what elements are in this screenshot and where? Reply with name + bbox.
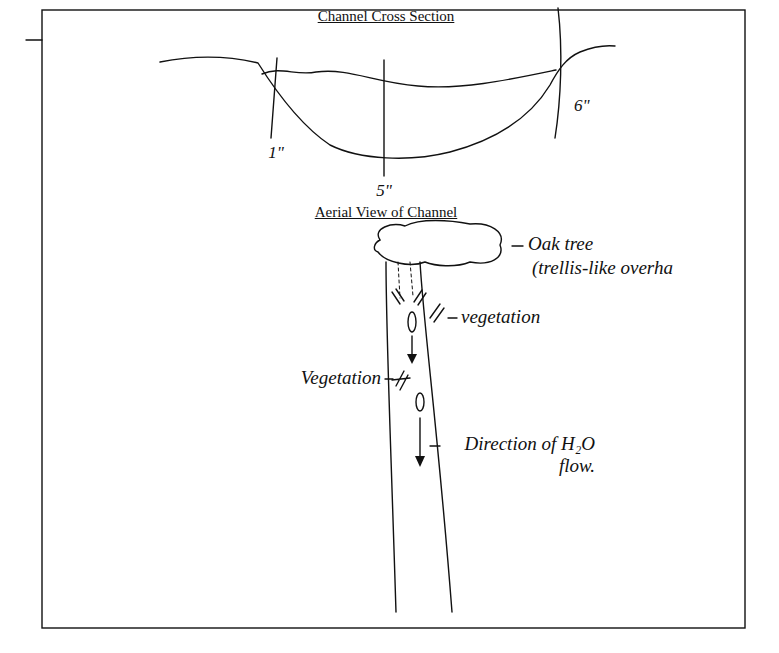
stray-mark	[26, 39, 42, 40]
label-slot: Vegetation	[301, 367, 381, 389]
label-slot: Direction of H₂O flow.	[445, 433, 595, 477]
label-slot: Oak tree	[528, 233, 593, 255]
oak-tree	[374, 221, 501, 266]
leader-dash	[385, 378, 393, 379]
channel-bed	[160, 46, 615, 159]
leader-dash	[430, 445, 440, 446]
depth-staff	[271, 58, 277, 138]
depth-value: 5"	[376, 181, 392, 200]
label-slot: 5"	[376, 181, 392, 201]
note-label: vegetation	[461, 306, 540, 327]
debris-oval	[408, 312, 416, 332]
label-slot: (trellis-like overha	[532, 257, 673, 279]
vegetation-mark	[392, 289, 426, 305]
arrow-head	[415, 456, 425, 467]
depth-value: 6"	[574, 96, 590, 115]
channel-bank	[386, 262, 396, 612]
section-heading: Channel Cross Section	[318, 8, 455, 24]
arrow-head	[407, 354, 417, 364]
depth-staff	[555, 8, 561, 138]
depth-staff	[383, 60, 384, 176]
label-slot: Channel Cross Section	[318, 8, 455, 25]
vegetation-mark	[392, 371, 410, 390]
frame-border	[42, 10, 745, 628]
depth-value: 1"	[268, 143, 284, 162]
flow-arrow	[411, 336, 412, 354]
note-label: Vegetation	[301, 367, 381, 388]
note-label: (trellis-like overha	[532, 257, 673, 278]
section-heading: Aerial View of Channel	[315, 204, 458, 220]
leader-dash	[448, 317, 457, 318]
label-slot: Aerial View of Channel	[315, 204, 458, 221]
leader-dash	[512, 245, 523, 246]
label-slot: 6"	[574, 96, 590, 116]
note-label: Oak tree	[528, 233, 593, 254]
channel-bank	[420, 262, 452, 612]
vegetation-mark	[430, 304, 444, 322]
label-slot: 1"	[268, 143, 284, 163]
flow-arrow	[419, 418, 420, 456]
debris-oval	[416, 393, 424, 411]
water-surface	[262, 70, 556, 87]
flow-note: Direction of H₂O flow.	[465, 433, 595, 476]
label-slot: vegetation	[461, 306, 540, 328]
overhang-line	[410, 262, 413, 296]
